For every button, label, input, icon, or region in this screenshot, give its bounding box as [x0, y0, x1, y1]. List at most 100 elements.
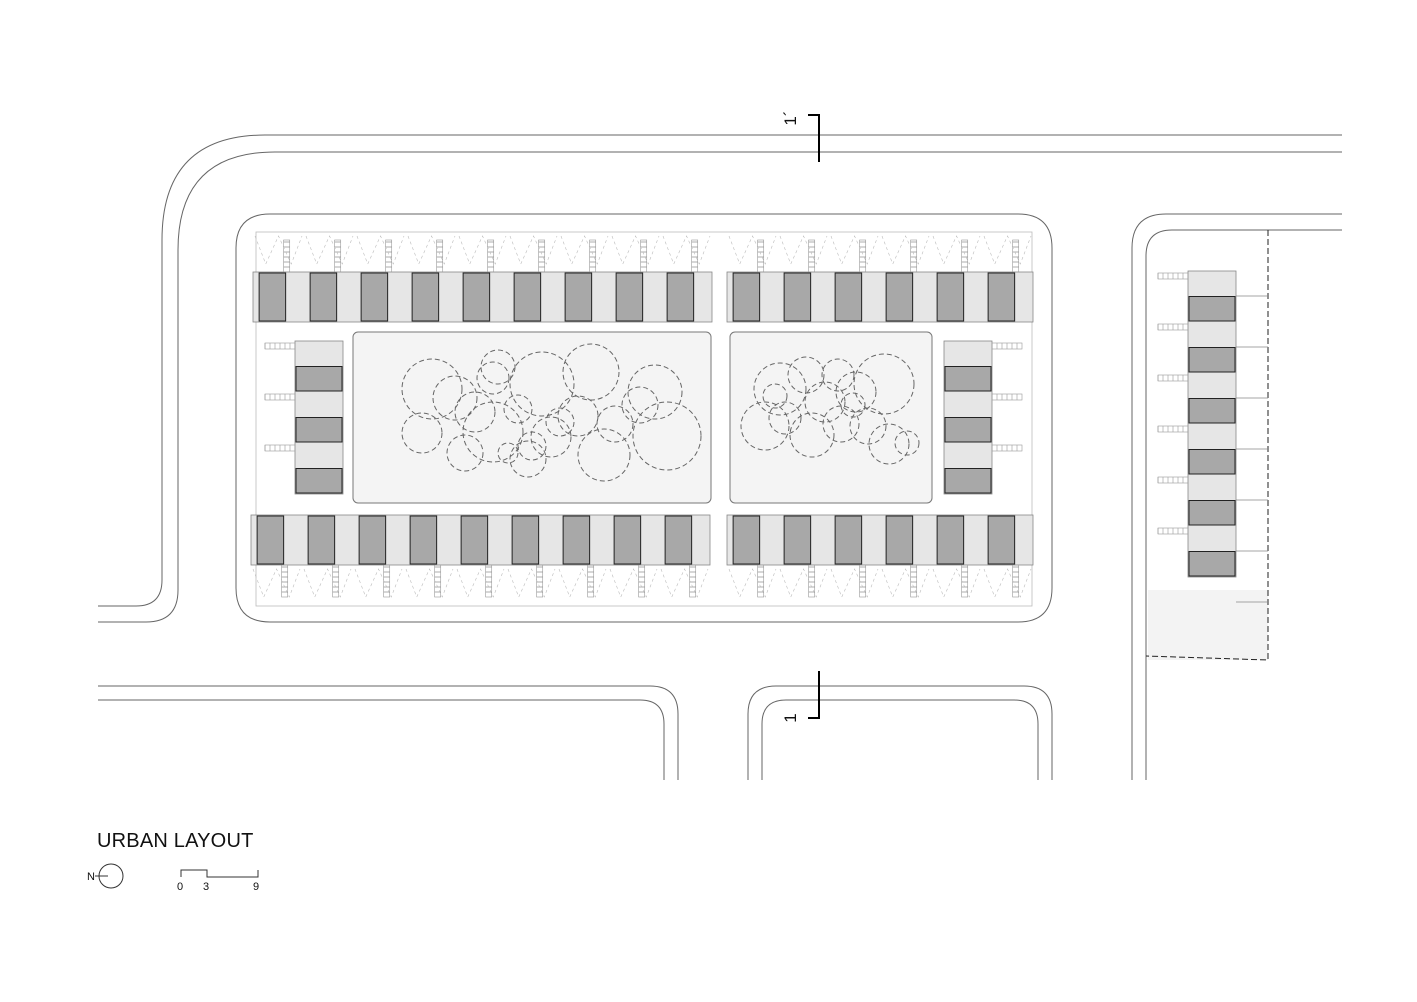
tree-icon: [821, 358, 855, 392]
garden-line: [405, 568, 454, 598]
stair-icon: [991, 444, 1023, 452]
stair-icon: [991, 393, 1023, 401]
house-unit: [944, 417, 992, 443]
stair-outline: [487, 239, 495, 273]
main-housing-block: [250, 231, 1034, 607]
stair-icon: [1157, 425, 1189, 433]
stair-outline: [1012, 564, 1020, 598]
row-band: [726, 514, 1034, 566]
tree-icon: [401, 358, 463, 420]
house-unit: [562, 515, 591, 565]
block-east-inner: [1145, 229, 1342, 780]
tree-icon: [804, 381, 846, 423]
block-curb-main: [235, 213, 1053, 623]
road-edge-north-outer: [98, 134, 1342, 607]
stair-outline: [332, 564, 340, 598]
house-unit: [936, 272, 965, 322]
house-unit: [613, 515, 642, 565]
stair-icon: [538, 239, 546, 273]
road-edge-south-left: [98, 685, 679, 780]
stair-outline: [691, 239, 699, 273]
house-unit: [834, 272, 863, 322]
stair-outline: [434, 564, 442, 598]
col-band: [1187, 270, 1237, 578]
house-row-south-west: [250, 514, 711, 598]
stair-outline: [436, 239, 444, 273]
garden-line: [881, 568, 930, 598]
stair-icon: [264, 342, 296, 350]
stair-outline: [859, 239, 867, 273]
stair-icon: [910, 239, 918, 273]
stair-outline: [1012, 239, 1020, 273]
stair-icon: [283, 239, 291, 273]
stair-outline: [859, 564, 867, 598]
stair-outline: [283, 239, 291, 273]
house-unit: [258, 272, 287, 322]
house-unit: [1188, 398, 1236, 424]
stair-outline: [334, 239, 342, 273]
stair-outline: [910, 239, 918, 273]
garden-line: [458, 235, 507, 265]
tree-icon: [557, 395, 599, 437]
garden-line: [305, 235, 354, 265]
stair-icon: [689, 564, 697, 598]
stair-icon: [1157, 374, 1189, 382]
block-east-outer: [1131, 213, 1342, 780]
house-unit: [295, 417, 343, 443]
house-unit: [295, 366, 343, 392]
scale-tick-3: 3: [203, 881, 209, 893]
tree-icon: [762, 383, 788, 409]
garden-line: [303, 568, 352, 598]
drawing-title: URBAN LAYOUT: [97, 830, 254, 852]
tree-icon: [432, 375, 478, 421]
tree-icon: [446, 434, 484, 472]
house-row-south-east: [726, 514, 1034, 598]
north-label: N: [87, 871, 95, 883]
house-unit: [987, 515, 1016, 565]
section-line-marker-top: [808, 114, 820, 162]
house-unit: [666, 272, 695, 322]
street-edges: [98, 134, 1342, 780]
garden-line: [881, 235, 930, 265]
stair-icon: [1157, 476, 1189, 484]
plaza-east: [729, 331, 933, 504]
garden-line: [507, 568, 556, 598]
stair-icon: [1157, 527, 1189, 535]
stair-icon: [334, 239, 342, 273]
house-unit: [987, 272, 1016, 322]
house-col-east-block: [1157, 270, 1237, 578]
house-unit: [513, 272, 542, 322]
section-marker-top-label: 1´: [781, 110, 800, 125]
garden-line: [779, 235, 828, 265]
tree-icon: [545, 407, 575, 437]
garden-line: [252, 568, 301, 598]
tree-icon: [476, 361, 510, 395]
tree-icon: [509, 351, 575, 417]
garden-line: [254, 235, 303, 265]
terrace-outline: [255, 231, 1033, 607]
garden-line: [779, 568, 828, 598]
house-unit: [1188, 551, 1236, 577]
tree-icon: [868, 423, 910, 465]
stair-icon: [587, 564, 595, 598]
garden-line: [407, 235, 456, 265]
road-edge-south-mid-inner: [761, 699, 1039, 780]
stair-icon: [264, 393, 296, 401]
stair-icon: [1012, 564, 1020, 598]
stair-outline: [538, 239, 546, 273]
garden-line: [983, 568, 1032, 598]
stair-icon: [264, 444, 296, 452]
house-unit: [511, 515, 540, 565]
stair-icon: [691, 239, 699, 273]
tree-icon: [853, 353, 915, 415]
stair-outline: [587, 564, 595, 598]
tree-icon: [621, 386, 659, 424]
stair-outline: [910, 564, 918, 598]
house-unit: [358, 515, 387, 565]
house-unit: [360, 272, 389, 322]
stair-icon: [485, 564, 493, 598]
stair-icon: [436, 239, 444, 273]
plaza-west: [352, 331, 712, 504]
north-arrow-icon: [95, 863, 124, 889]
stair-outline: [808, 239, 816, 273]
